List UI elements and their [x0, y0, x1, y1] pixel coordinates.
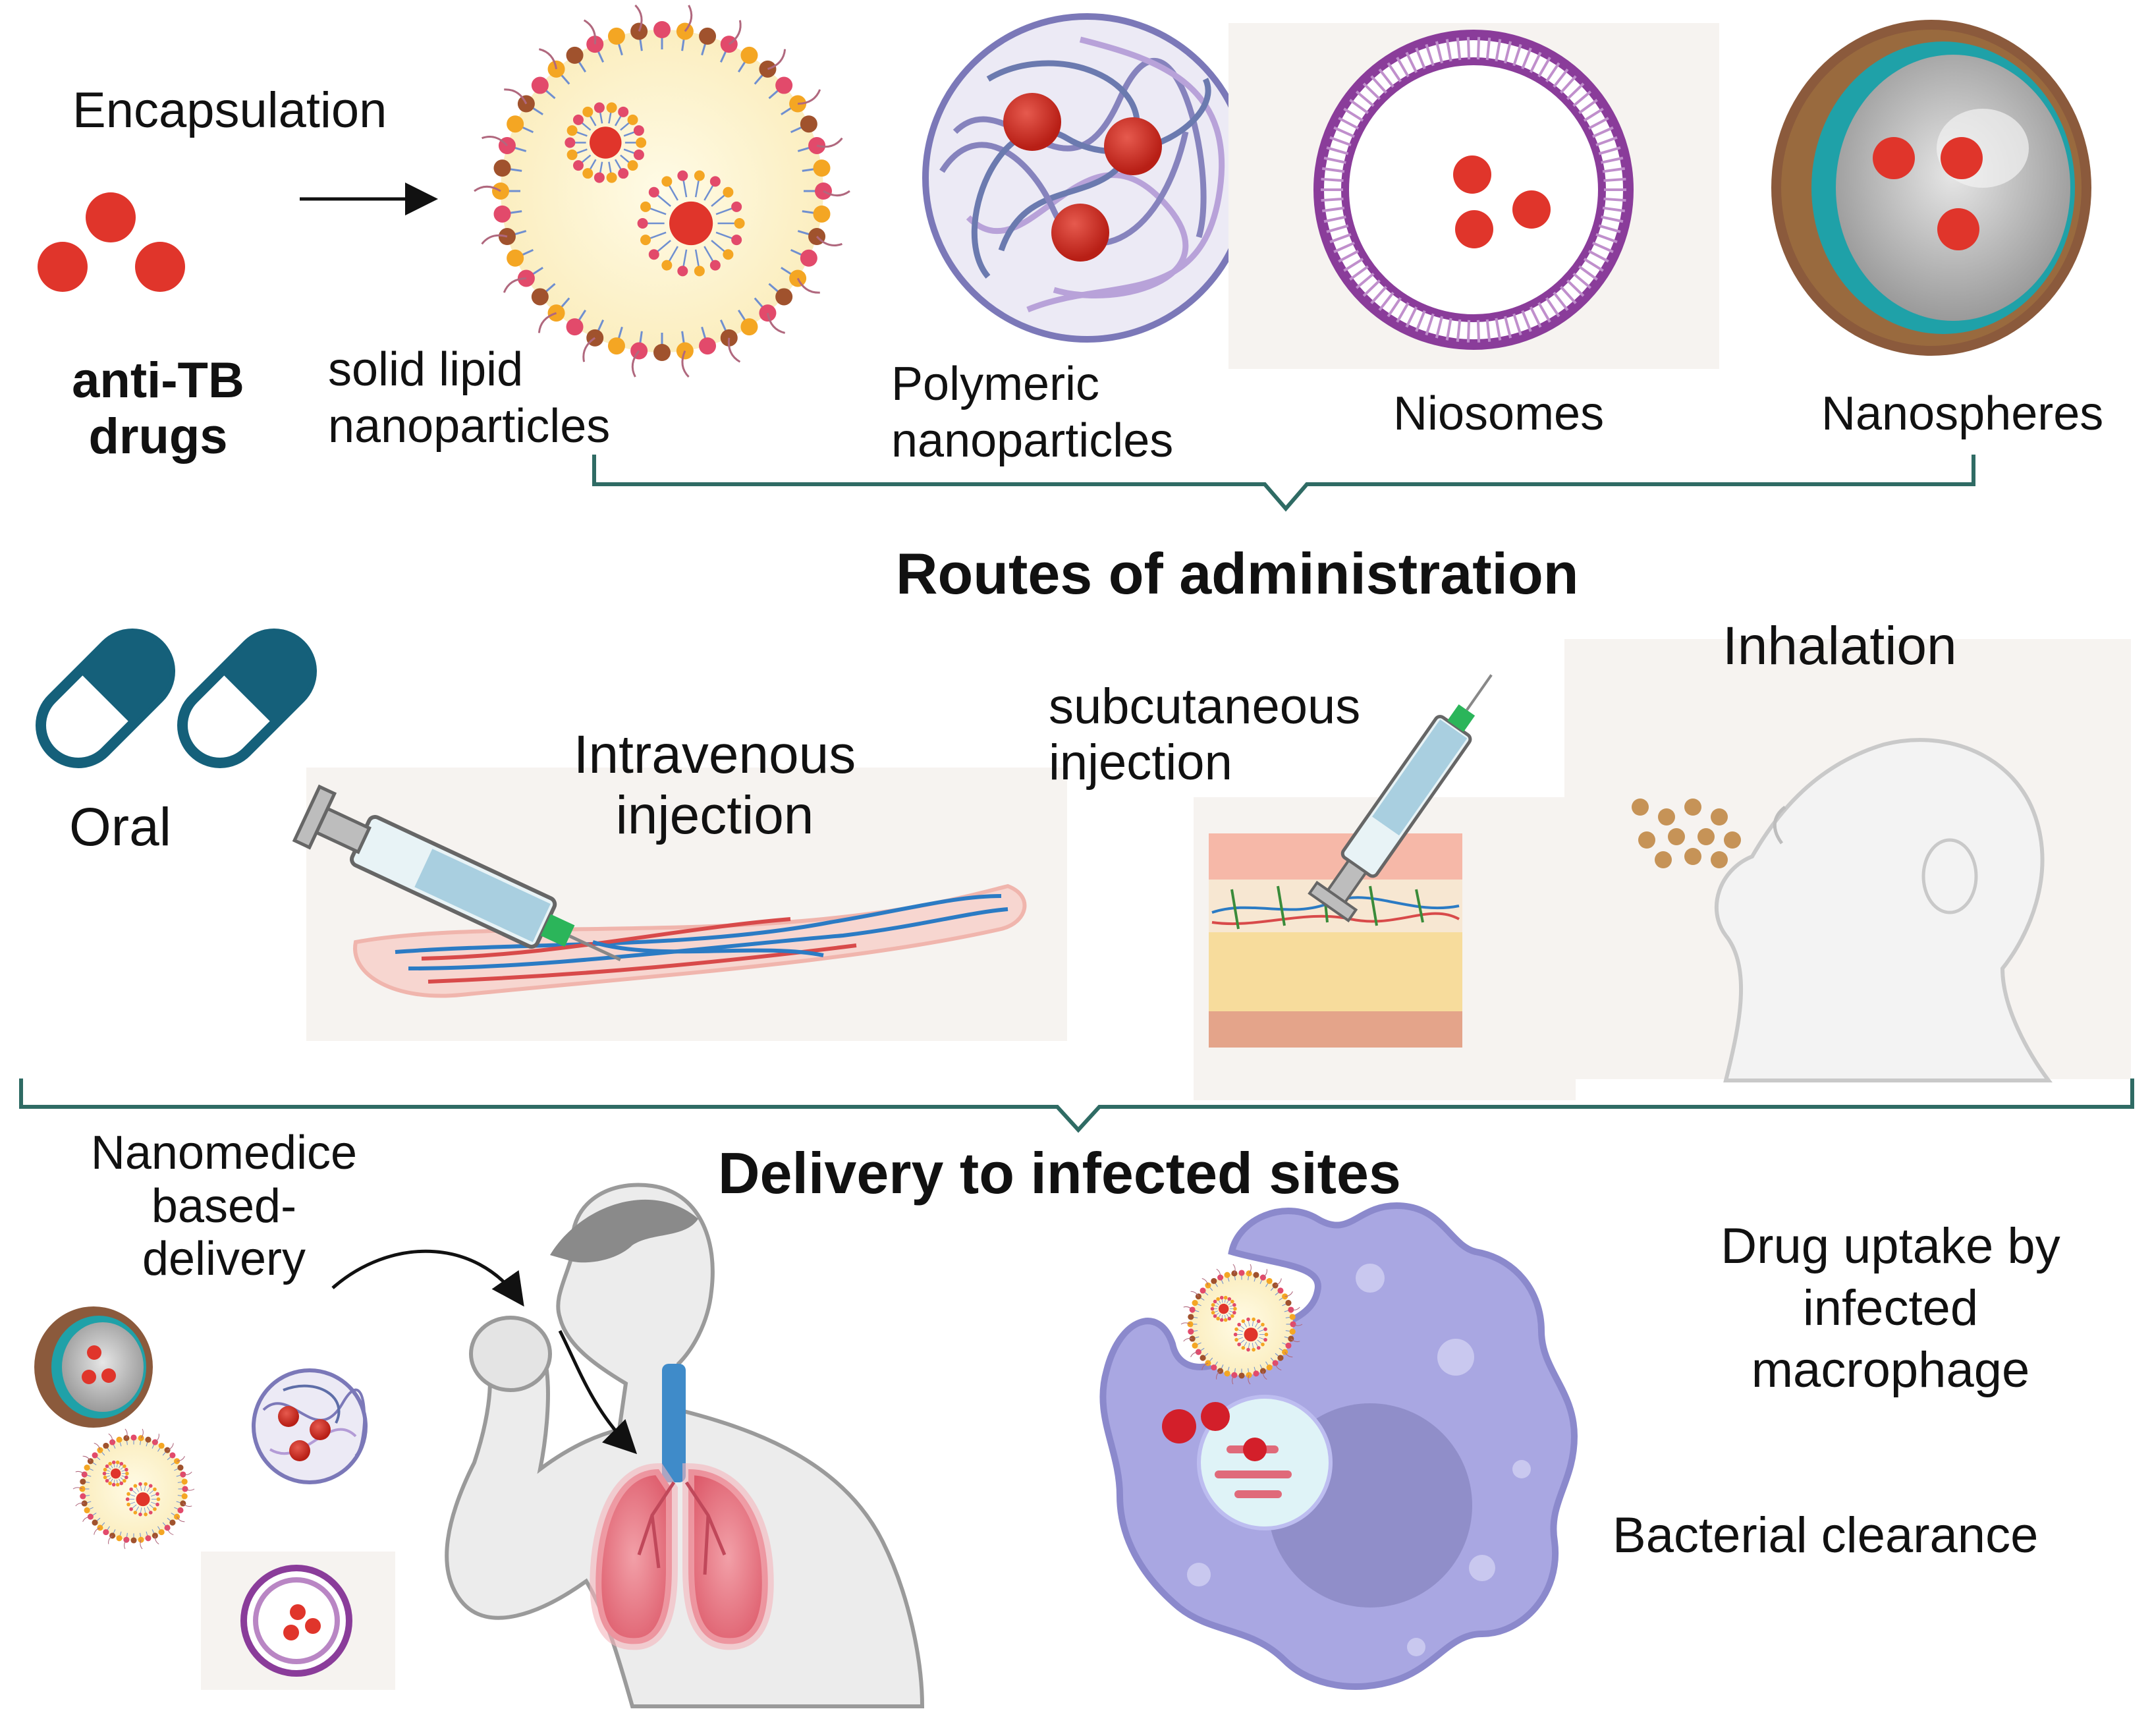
inhalation-illustration: [1564, 639, 2131, 1082]
polymeric-nanoparticle-illustration: [922, 13, 1252, 343]
sln-line1: solid lipid: [328, 343, 524, 396]
nano-line3: delivery: [142, 1233, 306, 1286]
iv-line1: Intravenous: [573, 725, 856, 785]
nano-line1: Nanomedice: [90, 1127, 358, 1179]
nanosphere-illustration: [1771, 20, 2091, 356]
uptake-line1: Drug uptake by: [1721, 1218, 2060, 1274]
nanomedicine-delivery-label: Nanomedice based- delivery: [63, 1127, 385, 1286]
routes-of-administration-title: Routes of administration: [896, 541, 1579, 606]
uptake-line2: infected: [1802, 1280, 1979, 1337]
polymeric-nanoparticles-label: Polymeric nanoparticles: [891, 356, 1173, 470]
sln-line2: nanoparticles: [328, 400, 611, 453]
encapsulation-label: Encapsulation: [72, 82, 387, 138]
uptake-line3: macrophage: [1751, 1342, 2030, 1399]
macrophage-illustration: [1099, 1202, 1578, 1690]
niosomes-label: Niosomes: [1393, 387, 1605, 440]
drug-uptake-label: Drug uptake by infected macrophage: [1673, 1216, 2108, 1402]
subcutaneous-injection-illustration: [1194, 674, 1576, 1100]
oral-label: Oral: [69, 797, 171, 857]
subq-line1: subcutaneous: [1049, 679, 1361, 735]
patient-lungs-illustration: [445, 1183, 925, 1708]
anti-tb-drugs-label: anti-TB drugs: [46, 352, 270, 464]
delivery-arrow: [331, 1249, 524, 1307]
small-polymeric-nanoparticle-icon: [252, 1368, 368, 1484]
polymeric-line1: Polymeric: [891, 358, 1100, 410]
inhalation-label: Inhalation: [1723, 616, 1957, 676]
anti-tb-drugs-line1: anti-TB: [72, 352, 244, 408]
macrophage-engulfed-nanoparticle-icon: [1180, 1264, 1303, 1385]
subq-line2: injection: [1049, 735, 1232, 791]
small-niosome-icon: [201, 1552, 395, 1690]
intravenous-injection-label: Intravenous injection: [540, 725, 889, 846]
nanospheres-label: Nanospheres: [1821, 387, 2104, 440]
anti-tb-drug-dots: [38, 192, 185, 292]
solid-lipid-nanoparticles-label: solid lipid nanoparticles: [328, 341, 610, 455]
anti-tb-drugs-line2: drugs: [88, 408, 228, 465]
routes-bracket: [19, 1078, 2134, 1133]
small-solid-lipid-nanoparticle-icon: [72, 1428, 195, 1550]
nanocarrier-bracket: [592, 455, 1975, 512]
capsule-icon: [35, 628, 317, 769]
small-nanosphere-icon: [34, 1306, 153, 1428]
subcutaneous-injection-label: subcutaneous injection: [1049, 679, 1360, 791]
nano-line2: based-: [151, 1179, 297, 1233]
delivery-to-infected-sites-title: Delivery to infected sites: [718, 1140, 1401, 1206]
iv-line2: injection: [615, 785, 814, 845]
polymeric-line2: nanoparticles: [891, 414, 1174, 468]
solid-lipid-nanoparticle-illustration: [474, 4, 850, 378]
intravenous-injection-illustration: [292, 768, 1067, 1041]
bacterial-clearance-label: Bacterial clearance: [1613, 1507, 2039, 1563]
niosome-illustration: [1228, 23, 1719, 369]
